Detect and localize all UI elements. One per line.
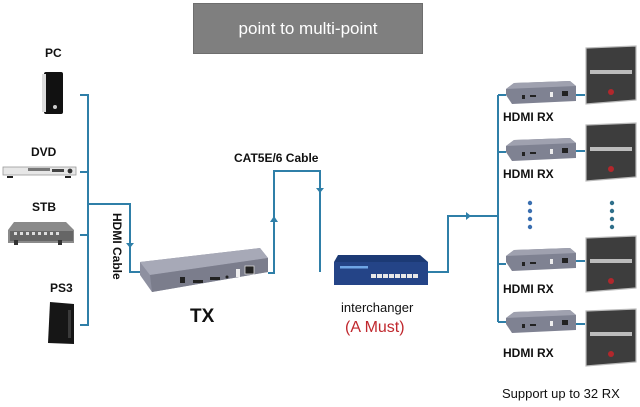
ellipsis-dot xyxy=(609,224,615,230)
hdmi-cable-label: HDMI Cable xyxy=(110,213,124,280)
cat-cable-line xyxy=(268,170,321,274)
tv-monitor-icon xyxy=(585,45,637,105)
rx-device-icon xyxy=(506,81,576,104)
rx-device-icon xyxy=(506,248,576,271)
source-label-stb: STB xyxy=(32,200,56,214)
arrow-right-icon xyxy=(466,212,471,220)
arrow-up-icon xyxy=(270,216,278,222)
switch-uplink-line xyxy=(428,215,498,273)
tv-monitor-icon xyxy=(585,122,637,182)
ellipsis-dot xyxy=(609,208,615,214)
tv-monitor-icon xyxy=(585,308,637,367)
switch-note: (A Must) xyxy=(345,319,405,336)
set-top-box-icon xyxy=(8,222,74,245)
tx-label: TX xyxy=(190,306,215,327)
arrow-down-icon xyxy=(316,188,324,193)
rx-label: HDMI RX xyxy=(503,282,554,296)
network-switch-icon xyxy=(334,255,428,285)
source-label-ps3: PS3 xyxy=(50,281,73,295)
game-console-icon xyxy=(48,302,74,344)
switch-label: interchanger xyxy=(341,300,414,315)
ellipsis-dot xyxy=(527,200,533,206)
pc-tower-icon xyxy=(42,72,63,114)
rx-device-icon xyxy=(506,138,576,161)
arrow-down-icon xyxy=(126,243,134,248)
ellipsis-dot xyxy=(609,216,615,222)
dvd-player-icon xyxy=(2,166,77,178)
rx-device-icon xyxy=(506,310,576,333)
source-label-pc: PC xyxy=(45,46,62,60)
tv-monitor-icon xyxy=(585,235,637,293)
ellipsis-dot xyxy=(609,200,615,206)
source-bus-line xyxy=(80,94,89,326)
rx-label: HDMI RX xyxy=(503,110,554,124)
hdmi-cable-line xyxy=(88,203,140,273)
ellipsis-dot xyxy=(527,216,533,222)
rx-label: HDMI RX xyxy=(503,167,554,181)
source-label-dvd: DVD xyxy=(31,145,57,159)
diagram-title: point to multi-point xyxy=(193,3,423,54)
cat-cable-label: CAT5E/6 Cable xyxy=(234,151,319,165)
rx-label: HDMI RX xyxy=(503,346,554,360)
footer-note: Support up to 32 RX xyxy=(502,386,620,401)
ellipsis-dot xyxy=(527,224,533,230)
ellipsis-dot xyxy=(527,208,533,214)
tx-device-icon xyxy=(140,248,268,292)
